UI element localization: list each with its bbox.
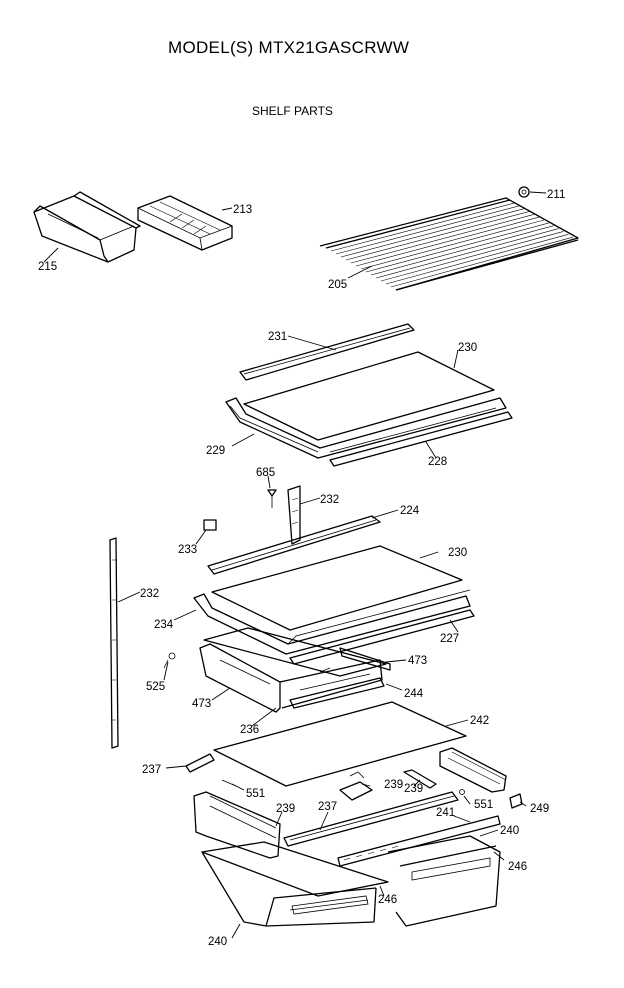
callout-230-middle: 230 [448,547,467,559]
callout-211: 211 [547,189,565,201]
part-525-screw [163,652,176,669]
callout-237-left: 237 [142,764,161,776]
callout-239-left: 239 [276,803,295,815]
callout-224: 224 [400,505,420,517]
lower-small-parts [185,753,523,809]
callout-239-right: 239 [404,783,423,795]
callout-232-rail: 232 [140,588,159,600]
callout-240-left: 240 [208,936,227,948]
callout-246-right: 246 [508,861,527,873]
front-rail-237 [283,791,459,847]
callout-237-front: 237 [318,801,337,813]
crisper-cover-frame [199,627,391,713]
section-title: SHELF PARTS [252,104,333,118]
part-211-clip [518,186,530,198]
part-224-front-trim [207,515,381,575]
callout-244: 244 [404,688,424,700]
callout-227: 227 [440,633,459,645]
rail-241 [337,815,501,867]
part-213-ice-tray [137,195,233,251]
right-side-rail [439,747,507,793]
callout-233: 233 [178,544,197,556]
callout-215: 215 [38,261,57,273]
callout-236: 236 [240,724,259,736]
callout-246-left: 246 [378,894,397,906]
callout-551-left: 551 [246,788,265,800]
callout-labels: 211 213 215 205 231 230 229 228 685 232 … [38,189,565,948]
callout-241: 241 [436,807,455,819]
callout-230-upper: 230 [458,342,477,354]
callout-leaders [43,191,547,939]
upper-glass-shelf-assembly [225,323,513,467]
callout-525: 525 [146,681,165,693]
crisper-drawer-right [387,835,501,927]
callout-205: 205 [328,279,347,291]
part-232-vertical-rail [109,537,119,749]
callout-229: 229 [206,445,225,457]
callout-242: 242 [470,715,489,727]
small-hardware [203,485,301,545]
callout-232-bracket: 232 [320,494,339,506]
callout-234: 234 [154,619,174,631]
callout-239-center: 239 [384,779,403,791]
left-crisper-rail [193,791,281,859]
callout-240-right: 240 [500,825,519,837]
callout-228: 228 [428,456,447,468]
callout-473-right: 473 [408,655,427,667]
callout-473-left: 473 [192,698,211,710]
callout-231: 231 [268,331,287,343]
callout-551-right: 551 [474,799,493,811]
part-205-wire-shelf [319,197,579,291]
callout-685: 685 [256,467,275,479]
callout-249: 249 [530,803,549,815]
part-215-door-bin [33,191,141,263]
callout-213: 213 [233,204,252,216]
crisper-drawer-left [201,841,389,927]
part-242-lower-glass [213,701,467,787]
middle-glass-shelf-assembly [193,545,475,665]
model-title: MODEL(S) MTX21GASCRWW [168,38,410,57]
